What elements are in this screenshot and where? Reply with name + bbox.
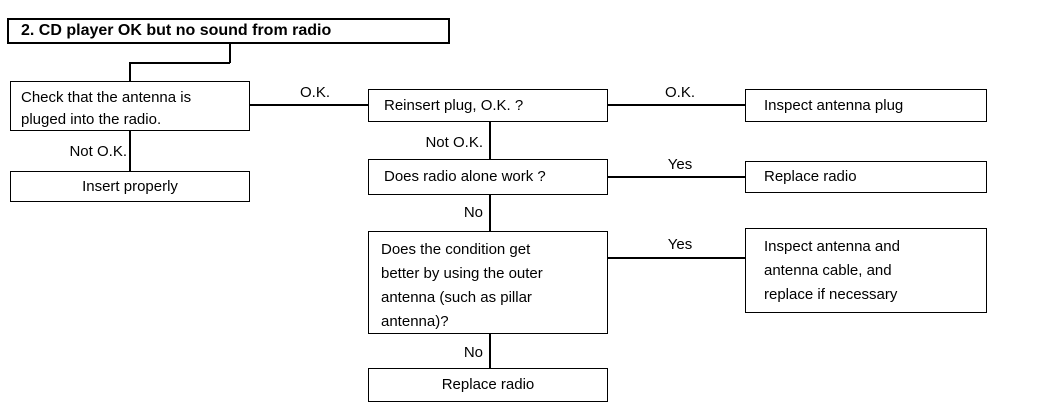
node-condition-outer-antenna: Does the condition get better by using t…: [368, 231, 608, 334]
connector-title-elbow-down: [229, 44, 231, 63]
edge-label-check-ok: O.K.: [280, 84, 350, 101]
edge-label-reinsert-not-ok: Not O.K.: [398, 134, 483, 151]
node-inspect-antenna-line3: replace if necessary: [764, 286, 898, 303]
connector-reinsert-to-radio-alone: [489, 122, 491, 159]
connector-condition-to-inspect-antenna: [608, 257, 745, 259]
edge-label-reinsert-ok: O.K.: [645, 84, 715, 101]
edge-label-radio-alone-no: No: [438, 204, 483, 221]
connector-check-to-reinsert: [250, 104, 368, 106]
node-replace-radio-right-label: Replace radio: [764, 168, 857, 185]
node-inspect-antenna-line1: Inspect antenna and: [764, 238, 900, 255]
node-inspect-plug: Inspect antenna plug: [745, 89, 987, 122]
node-condition-line3: antenna (such as pillar: [381, 289, 532, 306]
node-reinsert-plug: Reinsert plug, O.K. ?: [368, 89, 608, 122]
node-reinsert-plug-label: Reinsert plug, O.K. ?: [384, 96, 524, 114]
node-insert-properly-label: Insert properly: [82, 177, 178, 195]
node-inspect-antenna-line2: antenna cable, and: [764, 262, 892, 279]
node-inspect-plug-label: Inspect antenna plug: [764, 96, 904, 114]
connector-radio-alone-to-replace: [608, 176, 745, 178]
node-title-label: 2. CD player OK but no sound from radio: [21, 22, 332, 39]
node-check-antenna-line2: pluged into the radio.: [21, 111, 162, 128]
node-condition-line4: antenna)?: [381, 313, 449, 330]
connector-condition-to-replace-bottom: [489, 334, 491, 368]
node-replace-radio-right: Replace radio: [745, 161, 987, 193]
node-check-antenna: Check that the antenna is pluged into th…: [10, 81, 250, 131]
node-check-antenna-line1: Check that the antenna is: [21, 89, 192, 106]
node-condition-line2: better by using the outer: [381, 265, 543, 282]
node-radio-alone-label: Does radio alone work ?: [384, 168, 546, 185]
node-insert-properly: Insert properly: [10, 171, 250, 202]
node-radio-alone: Does radio alone work ?: [368, 159, 608, 195]
connector-reinsert-to-inspect-plug: [608, 104, 745, 106]
node-replace-radio-bottom: Replace radio: [368, 368, 608, 402]
edge-label-condition-no: No: [438, 344, 483, 361]
node-inspect-antenna-cable: Inspect antenna and antenna cable, and r…: [745, 228, 987, 313]
edge-label-check-not-ok: Not O.K.: [40, 143, 127, 160]
connector-check-to-insert: [129, 131, 131, 171]
node-replace-radio-bottom-label: Replace radio: [441, 376, 535, 393]
edge-label-radio-alone-yes: Yes: [650, 156, 710, 173]
connector-title-to-check: [129, 63, 131, 81]
node-condition-line1: Does the condition get: [381, 241, 531, 258]
edge-label-condition-yes: Yes: [650, 236, 710, 253]
connector-radio-alone-to-condition: [489, 195, 491, 231]
node-title: 2. CD player OK but no sound from radio: [7, 18, 450, 44]
connector-title-elbow-across: [129, 62, 230, 64]
